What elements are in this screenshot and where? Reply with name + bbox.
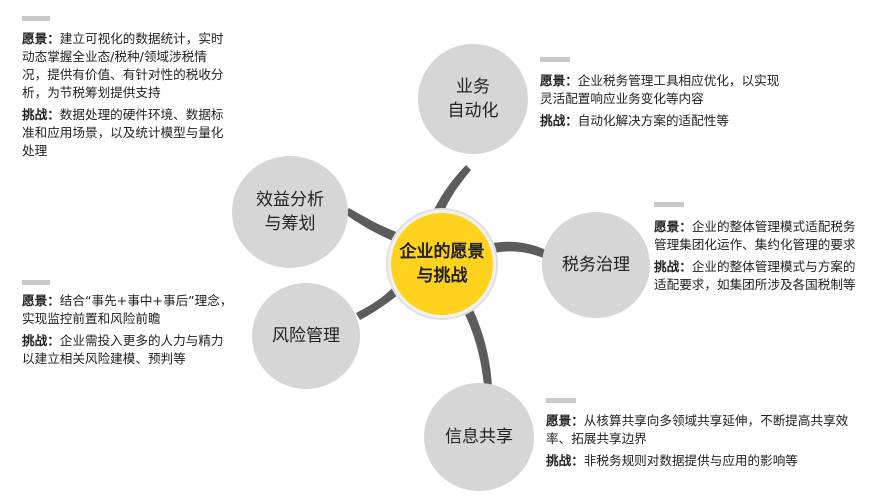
text-block-risk: 愿景：结合“事先+事中+事后”理念，实现监控前置和风险前瞻 挑战：企业需投入更多… (22, 292, 234, 372)
dash-automation (540, 57, 570, 62)
vision-key: 愿景： (654, 219, 692, 234)
node-center-label: 企业的愿景 与挑战 (399, 242, 485, 286)
text-block-benefit: 愿景：建立可视化的数据统计，实时动态掌握全业态/税种/领域涉税情况，提供有价值、… (22, 30, 230, 164)
connector-governance (488, 241, 546, 258)
node-sharing: 信息共享 (424, 383, 534, 491)
node-automation-label: 业务 自动化 (447, 77, 499, 121)
connector-risk (356, 282, 404, 320)
node-governance: 税务治理 (542, 212, 650, 318)
vision-text: 建立可视化的数据统计，实时动态掌握全业态/税种/领域涉税情况，提供有价值、有针对… (22, 31, 224, 100)
vision-text: 结合“事先+事中+事后”理念，实现监控前置和风险前瞻 (22, 293, 233, 326)
vision-text: 从核算共享向多领域共享延伸，不断提高共享效率、拓展共享边界 (546, 413, 849, 446)
challenge-text: 自动化解决方案的适配性等 (577, 113, 729, 128)
text-block-sharing: 愿景：从核算共享向多领域共享延伸，不断提高共享效率、拓展共享边界 挑战：非税务规… (546, 412, 850, 474)
node-benefit: 效益分析 与筹划 (232, 156, 348, 268)
vision-key: 愿景： (22, 31, 60, 46)
connector-benefit (345, 208, 402, 243)
node-sharing-label: 信息共享 (445, 427, 513, 447)
node-automation: 业务 自动化 (418, 44, 528, 154)
challenge-key: 挑战： (654, 259, 692, 274)
node-center: 企业的愿景 与挑战 (388, 210, 496, 318)
challenge-text: 企业的整体管理模式与方案的适配要求，如集团所涉及各国税制等 (654, 259, 856, 292)
vision-key: 愿景： (546, 413, 584, 428)
dash-sharing (546, 398, 576, 403)
vision-text: 企业的整体管理模式适配税务管理集团化运作、集约化管理的要求 (654, 219, 856, 252)
node-risk: 风险管理 (252, 283, 360, 389)
challenge-text: 企业需投入更多的人力与精力以建立相关风险建模、预判等 (22, 333, 224, 366)
challenge-key: 挑战： (22, 107, 60, 122)
challenge-text: 非税务规则对数据提供与应用的影响等 (583, 453, 798, 468)
connector-sharing (460, 300, 492, 386)
node-governance-label: 税务治理 (562, 255, 630, 275)
node-benefit-label: 效益分析 与筹划 (256, 190, 324, 234)
text-block-governance: 愿景：企业的整体管理模式适配税务管理集团化运作、集约化管理的要求 挑战：企业的整… (654, 218, 868, 298)
challenge-text: 数据处理的硬件环境、数据标准和应用场景，以及统计模型与量化处理 (22, 107, 224, 158)
text-block-automation: 愿景：企业税务管理工具相应优化，以实现灵活配置响应业务变化等内容 挑战：自动化解… (540, 72, 788, 134)
dash-risk (22, 280, 50, 285)
vision-key: 愿景： (22, 293, 60, 308)
dash-benefit (22, 16, 50, 21)
node-risk-label: 风险管理 (272, 326, 340, 346)
challenge-key: 挑战： (540, 113, 578, 128)
challenge-key: 挑战： (22, 333, 60, 348)
vision-text: 企业税务管理工具相应优化，以实现灵活配置响应业务变化等内容 (540, 73, 780, 106)
dash-governance (654, 202, 684, 207)
vision-key: 愿景： (540, 73, 578, 88)
challenge-key: 挑战： (546, 453, 584, 468)
